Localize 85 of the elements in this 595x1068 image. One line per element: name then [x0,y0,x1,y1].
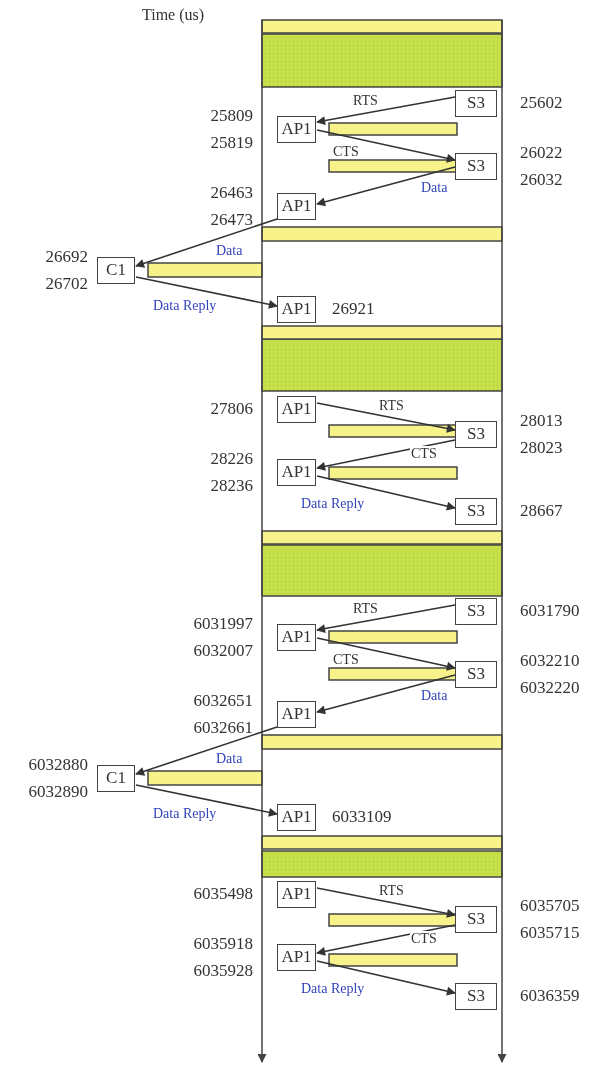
arrow [316,637,456,671]
arrow [135,726,278,776]
time-value: 25819 [210,134,253,152]
time-value: 6035715 [520,924,580,942]
station-box: AP1 [277,193,316,220]
station-box: S3 [455,983,497,1010]
time-value: 27806 [210,400,253,418]
edge-label: RTS [378,398,405,413]
time-value: 6035918 [193,935,253,953]
arrow [316,439,456,471]
station-box: S3 [455,498,497,525]
time-value: 28667 [520,502,563,520]
station-box: AP1 [277,396,316,423]
axis-label: Time (us) [142,6,205,24]
time-value: 26473 [210,211,253,229]
arrow [135,784,278,817]
station-box: C1 [97,765,135,792]
time-value: 26032 [520,171,563,189]
time-value: 6036359 [520,987,580,1005]
arrow [316,129,456,163]
time-value: 25602 [520,94,563,112]
edge-label: Data Reply [300,496,366,511]
arrow [316,960,456,996]
edge-label: Data [420,688,449,703]
edge-label: CTS [332,652,360,667]
edge-label: Data Reply [300,981,366,996]
time-value: 6033109 [332,808,392,826]
time-value: 28236 [210,477,253,495]
arrow [316,924,456,956]
time-value: 6032890 [28,783,88,801]
arrow [316,166,456,207]
edge-label: Data Reply [152,806,218,821]
time-value: 6032220 [520,679,580,697]
time-value: 28023 [520,439,563,457]
time-value: 26702 [45,275,88,293]
arrow [316,604,456,633]
station-box: S3 [455,90,497,117]
edge-label: CTS [332,144,360,159]
time-value: 6031790 [520,602,580,620]
station-box: AP1 [277,944,316,971]
station-box: AP1 [277,804,316,831]
arrow [316,96,456,125]
edge-label: Data [215,243,244,258]
station-box: AP1 [277,701,316,728]
arrow [135,218,278,268]
station-box: AP1 [277,296,316,323]
time-value: 6032880 [28,756,88,774]
time-value: 6032007 [193,642,253,660]
arrow [316,887,456,918]
station-box: S3 [455,153,497,180]
time-value: 26921 [332,300,375,318]
arrow [316,402,456,433]
station-box: C1 [97,257,135,284]
time-value: 6035928 [193,962,253,980]
station-box: S3 [455,598,497,625]
time-value: 25809 [210,107,253,125]
edge-label: RTS [352,93,379,108]
time-value: 6031997 [193,615,253,633]
edge-label: RTS [352,601,379,616]
station-box: S3 [455,661,497,688]
time-value: 6032661 [193,719,253,737]
time-value: 6035705 [520,897,580,915]
edge-label: Data Reply [152,298,218,313]
arrow [316,475,456,511]
station-box: AP1 [277,116,316,143]
time-value: 26022 [520,144,563,162]
time-value: 28013 [520,412,563,430]
edge-label: CTS [410,446,438,461]
time-value: 6032210 [520,652,580,670]
station-box: S3 [455,906,497,933]
station-box: AP1 [277,459,316,486]
station-box: S3 [455,421,497,448]
time-value: 26463 [210,184,253,202]
time-value: 28226 [210,450,253,468]
edge-label: RTS [378,883,405,898]
station-box: AP1 [277,881,316,908]
station-box: AP1 [277,624,316,651]
edge-label: Data [215,751,244,766]
arrow [316,674,456,715]
time-value: 6035498 [193,885,253,903]
edge-label: Data [420,180,449,195]
time-value: 6032651 [193,692,253,710]
edge-label: CTS [410,931,438,946]
time-value: 26692 [45,248,88,266]
arrow [135,276,278,309]
